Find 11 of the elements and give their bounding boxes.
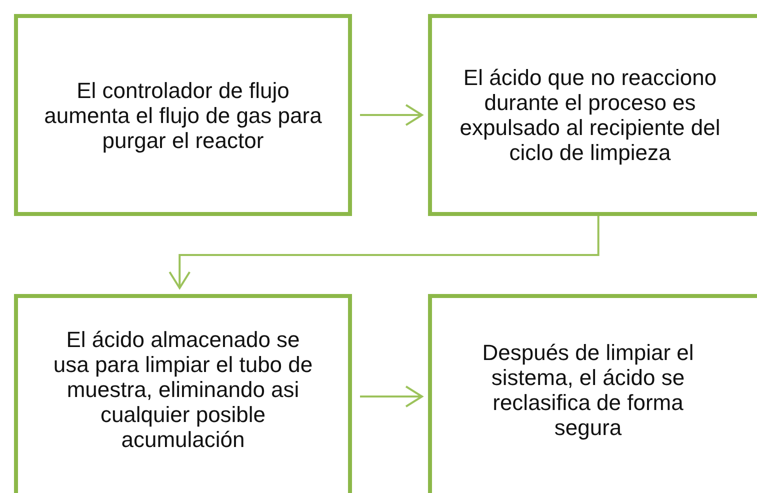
arrow xyxy=(360,386,423,408)
process-box xyxy=(428,14,757,216)
step-text: El ácido almacenado se usa para limpiar el tubo de muestra, eliminando asi cualquier posible acumulación xyxy=(52,327,314,452)
process-box xyxy=(428,294,757,493)
step-text: Después de limpiar el sistema, el ácido se reclasifica de forma segura xyxy=(481,340,695,440)
step-text: El controlador de flujo aumenta el flujo de gas para purgar el reactor xyxy=(44,78,322,152)
process-box xyxy=(14,294,352,493)
step-text: El ácido que no reacciono durante el proceso es expulsado al recipiente del ciclo de limpieza xyxy=(458,65,722,165)
process-box xyxy=(14,14,352,216)
arrow xyxy=(168,216,600,289)
arrow xyxy=(360,104,423,126)
